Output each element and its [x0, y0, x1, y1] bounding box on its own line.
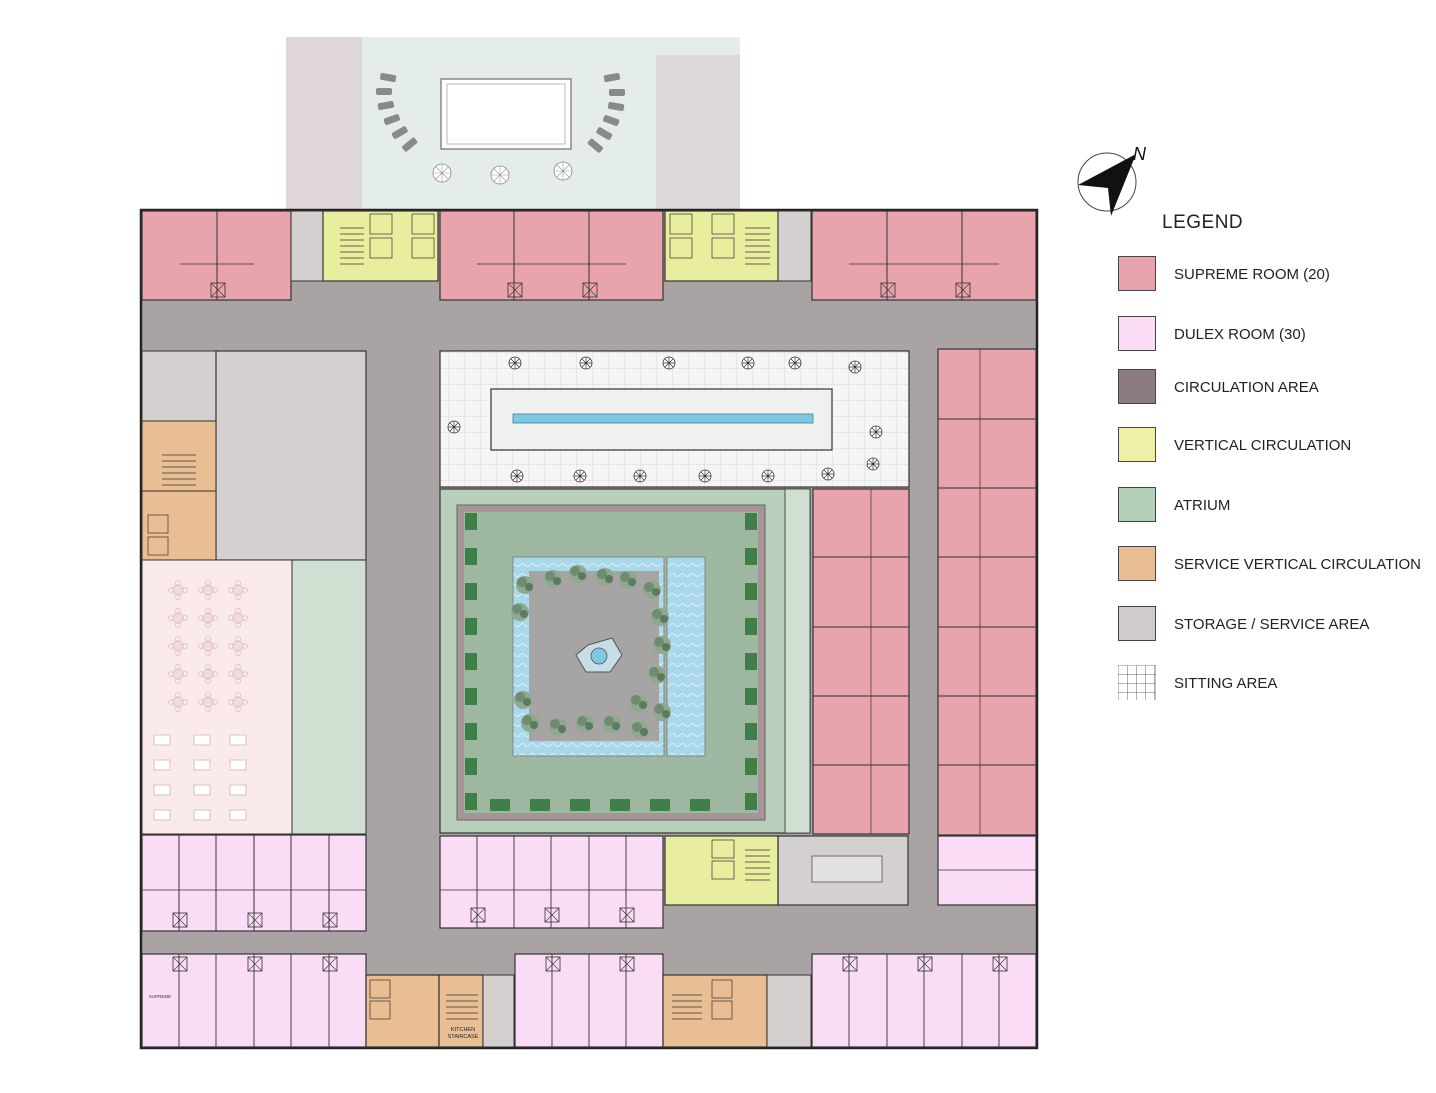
legend-swatch [1118, 256, 1156, 291]
legend-label: CIRCULATION AREA [1174, 379, 1319, 396]
legend-label: STORAGE / SERVICE AREA [1174, 616, 1370, 633]
atrium [439, 488, 811, 834]
service-vertical-circulation [141, 420, 217, 492]
legend-swatch [1118, 487, 1156, 522]
north-arrow-icon [1078, 154, 1136, 216]
kitchen-staircase-label: STAIRCASE [448, 1034, 479, 1040]
legend-label: ATRIUM [1174, 497, 1231, 514]
legend-swatch [1118, 427, 1156, 462]
bottom-row: KITCHEN STAIRCASE SUPREME [141, 953, 1037, 1048]
right-supreme-block [777, 348, 1037, 906]
vertical-circulation [664, 835, 779, 906]
supreme-room-block [439, 210, 664, 301]
legend-item-sitting: SITTING AREA [1118, 665, 1428, 703]
legend-item-supreme: SUPREME ROOM (20) [1118, 256, 1428, 294]
legend-label: VERTICAL CIRCULATION [1174, 437, 1352, 454]
legend-item-vertical-circulation: VERTICAL CIRCULATION [1118, 427, 1428, 465]
legend-swatch [1118, 665, 1156, 700]
legend-label: SERVICE VERTICAL CIRCULATION [1174, 556, 1422, 573]
legend-label: SUPREME ROOM (20) [1174, 266, 1330, 283]
kitchen-staircase-label: KITCHEN [451, 1027, 475, 1033]
north-label: N [1133, 144, 1147, 164]
north-arrow: N [1077, 144, 1147, 216]
legend-title: LEGEND [1162, 212, 1244, 233]
supreme-tag-label: SUPREME [149, 994, 171, 999]
legend-item-service-vertical: SERVICE VERTICAL CIRCULATION [1118, 546, 1428, 584]
legend-label: SITTING AREA [1174, 675, 1278, 692]
legend-swatch [1118, 546, 1156, 581]
service-vertical-circulation [662, 974, 768, 1048]
storage-service-area [215, 350, 367, 561]
top-row [141, 210, 1037, 301]
swimming-pool [440, 78, 572, 150]
middle-bottom-block [439, 835, 779, 929]
legend-label: DULEX ROOM (30) [1174, 326, 1306, 343]
sitting-area [439, 350, 910, 488]
legend-item-circulation: CIRCULATION AREA [1118, 369, 1428, 407]
legend-swatch [1118, 606, 1156, 641]
service-vertical-circulation [365, 974, 440, 1048]
legend-item-dulex: DULEX ROOM (30) [1118, 316, 1428, 354]
legend-swatch [1118, 316, 1156, 351]
legend-item-atrium: ATRIUM [1118, 487, 1428, 525]
legend-item-storage: STORAGE / SERVICE AREA [1118, 606, 1428, 644]
legend-swatch [1118, 369, 1156, 404]
supreme-room-block [811, 210, 1037, 301]
pool-deck [286, 37, 740, 209]
left-block [141, 350, 367, 932]
